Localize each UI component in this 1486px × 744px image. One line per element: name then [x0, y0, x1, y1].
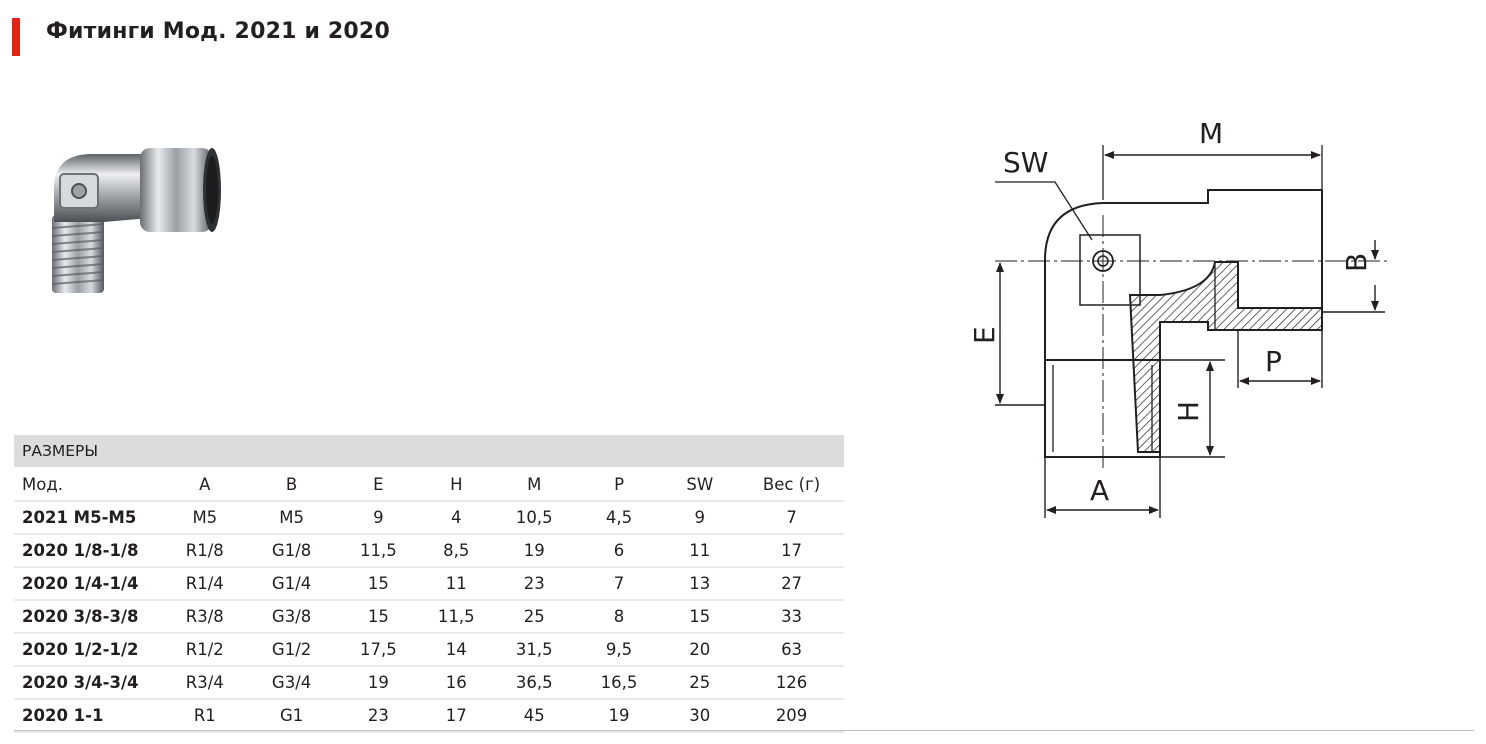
table-cell: 27: [739, 567, 844, 601]
model-cell: 2020 3/8-3/8: [14, 600, 162, 634]
table-cell: R1/4: [161, 567, 249, 601]
table-cell: 63: [739, 633, 844, 667]
table-cell: 16: [421, 666, 491, 700]
title-accent-bar: [12, 18, 20, 56]
table-cell: R3/8: [161, 600, 249, 634]
table-cell: 209: [739, 699, 844, 733]
model-cell: 2020 1/4-1/4: [14, 567, 162, 601]
label-e: E: [968, 326, 1001, 344]
column-header: P: [577, 467, 661, 502]
table-cell: 7: [577, 567, 661, 601]
table-cell: 20: [660, 633, 740, 667]
table-cell: G1/2: [248, 633, 335, 667]
table-cell: 19: [334, 666, 422, 700]
table-cell: 45: [490, 699, 578, 733]
bottom-divider: [14, 730, 1474, 731]
column-header: M: [490, 467, 578, 502]
table-cell: R1: [161, 699, 249, 733]
technical-drawing: M SW P A B E H: [968, 117, 1390, 518]
table-cell: 30: [660, 699, 740, 733]
model-cell: 2020 1-1: [14, 699, 162, 733]
model-cell: 2021 M5-M5: [14, 501, 162, 535]
column-header: Вес (г): [739, 467, 844, 502]
table-cell: 36,5: [490, 666, 578, 700]
table-cell: R1/2: [161, 633, 249, 667]
table-cell: 31,5: [490, 633, 578, 667]
table-cell: 10,5: [490, 501, 578, 535]
table-cell: 23: [334, 699, 422, 733]
section-title: РАЗМЕРЫ: [14, 435, 844, 468]
table-cell: G1/8: [248, 534, 335, 568]
table-cell: 16,5: [577, 666, 661, 700]
column-header: SW: [660, 467, 740, 502]
column-header: E: [334, 467, 422, 502]
table-cell: 17: [421, 699, 491, 733]
table-cell: 13: [660, 567, 740, 601]
table-cell: 7: [739, 501, 844, 535]
table-cell: M5: [161, 501, 249, 535]
table-cell: 15: [334, 600, 422, 634]
column-header: A: [161, 467, 249, 502]
label-p: P: [1265, 345, 1282, 378]
table-section-header: РАЗМЕРЫ: [14, 435, 844, 468]
table-cell: 6: [577, 534, 661, 568]
table-cell: R1/8: [161, 534, 249, 568]
table-cell: G1/4: [248, 567, 335, 601]
label-h: H: [1172, 401, 1205, 422]
table-cell: 8: [577, 600, 661, 634]
table-cell: R3/4: [161, 666, 249, 700]
table-cell: 33: [739, 600, 844, 634]
label-b: B: [1340, 253, 1373, 272]
label-sw: SW: [1003, 146, 1048, 179]
table-cell: 23: [490, 567, 578, 601]
dimensions-table: РАЗМЕРЫ Мод. A B E H M P SW Вес (г) 2021…: [14, 435, 844, 733]
table-cell: 25: [490, 600, 578, 634]
label-a: A: [1090, 474, 1109, 507]
table-cell: 17,5: [334, 633, 422, 667]
table-header-row: Мод. A B E H M P SW Вес (г): [14, 467, 844, 502]
table-cell: 4,5: [577, 501, 661, 535]
page-title: Фитинги Мод. 2021 и 2020: [46, 19, 390, 44]
table-cell: 8,5: [421, 534, 491, 568]
model-cell: 2020 3/4-3/4: [14, 666, 162, 700]
table-cell: 19: [577, 699, 661, 733]
table-cell: 11: [421, 567, 491, 601]
table-cell: M5: [248, 501, 335, 535]
table-cell: 15: [660, 600, 740, 634]
table-cell: 19: [490, 534, 578, 568]
model-cell: 2020 1/2-1/2: [14, 633, 162, 667]
table-cell: 9,5: [577, 633, 661, 667]
table-cell: 4: [421, 501, 491, 535]
table-cell: G3/4: [248, 666, 335, 700]
table-cell: 25: [660, 666, 740, 700]
column-header: Мод.: [14, 467, 162, 502]
table-cell: 11,5: [334, 534, 422, 568]
table-cell: 17: [739, 534, 844, 568]
column-header: B: [248, 467, 335, 502]
table-cell: 126: [739, 666, 844, 700]
table-cell: G3/8: [248, 600, 335, 634]
table-cell: 14: [421, 633, 491, 667]
table-cell: G1: [248, 699, 335, 733]
table-cell: 9: [660, 501, 740, 535]
table-cell: 11,5: [421, 600, 491, 634]
table-cell: 15: [334, 567, 422, 601]
model-cell: 2020 1/8-1/8: [14, 534, 162, 568]
elbow-fitting-photo: [51, 148, 221, 293]
column-header: H: [421, 467, 491, 502]
table-cell: 9: [334, 501, 422, 535]
table-cell: 11: [660, 534, 740, 568]
label-m: M: [1199, 117, 1223, 150]
